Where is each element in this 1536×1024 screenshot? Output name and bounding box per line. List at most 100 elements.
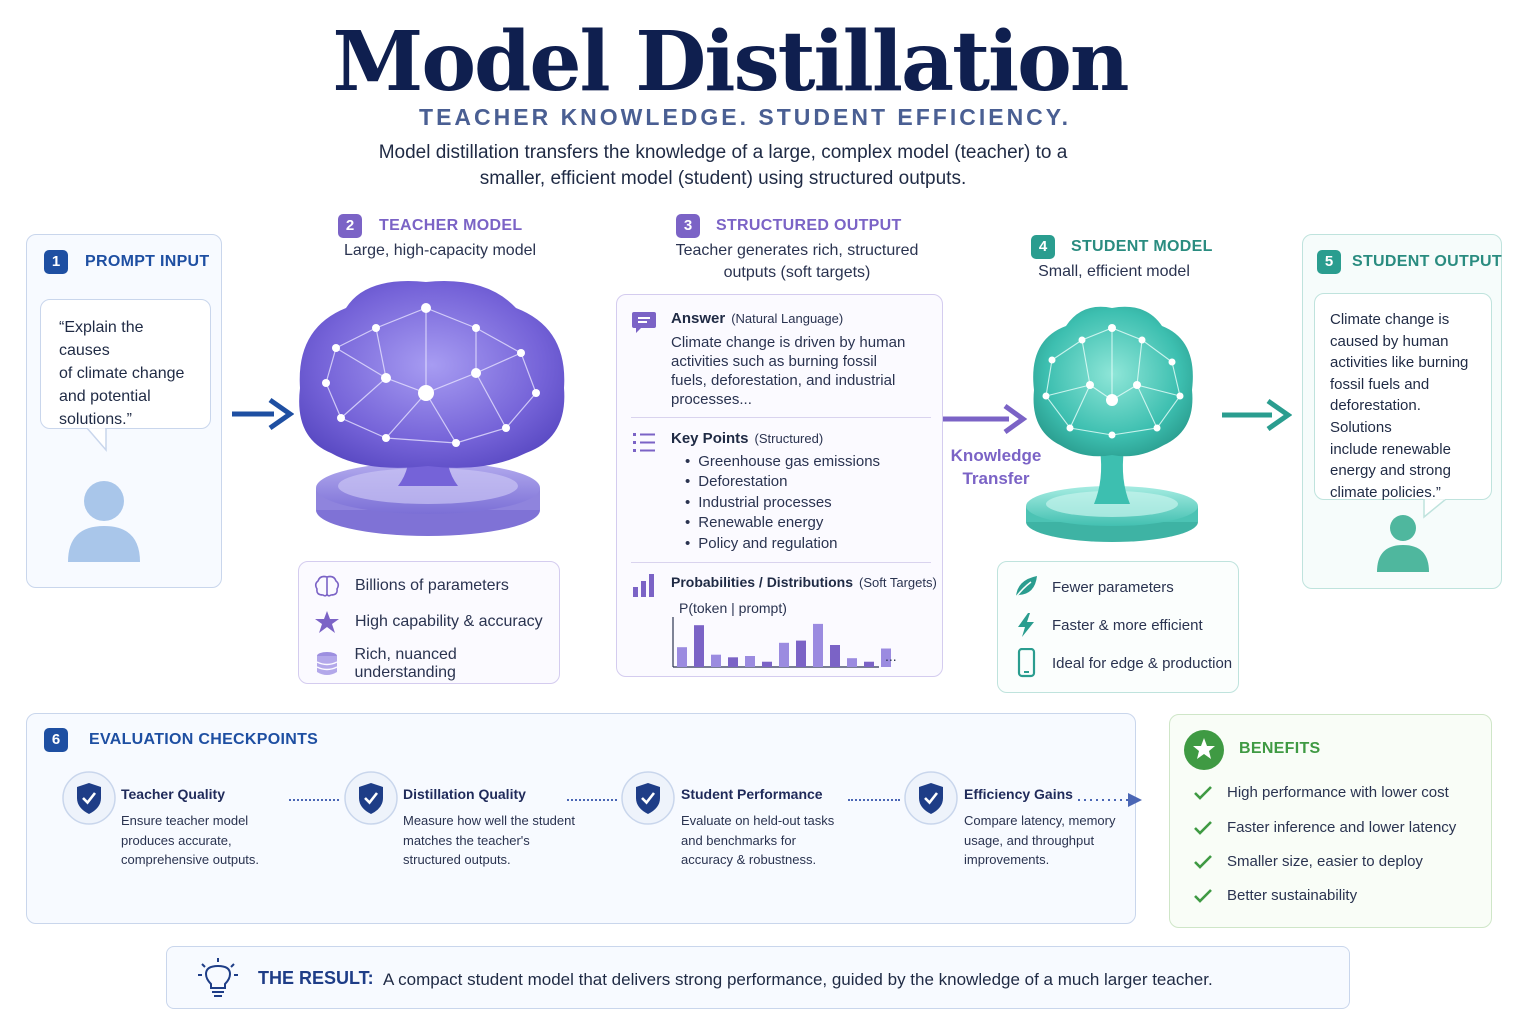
student-features-box: Fewer parameters Faster & more efficient… (997, 561, 1239, 693)
flow-arrow-icon (1222, 398, 1292, 432)
checkpoint-description: Compare latency, memory usage, and throu… (964, 811, 1134, 870)
star-icon (313, 610, 341, 634)
dotted-connector (567, 799, 617, 801)
student-feature-label: Ideal for edge & production (1052, 654, 1233, 672)
phone-icon (1012, 648, 1040, 678)
key-point-item: Renewable energy (685, 514, 823, 531)
checkpoint-description-line: improvements. (964, 852, 1050, 867)
checkpoint-name: Teacher Quality (121, 786, 226, 802)
teacher-feature-item: Billions of parameters (313, 574, 509, 598)
teacher-feature-item: Rich, nuanced understanding (313, 646, 559, 682)
shield-check-icon (62, 771, 116, 825)
dotted-arrow-icon (1078, 793, 1142, 807)
teacher-feature-item: High capability & accuracy (313, 610, 543, 634)
check-icon (1194, 820, 1212, 835)
structured-output-subtitle: outputs (soft targets) (723, 264, 871, 281)
key-points-heading-text: Key Points (671, 430, 749, 447)
checkpoint-description: Measure how well the student matches the… (403, 811, 603, 870)
benefit-label: High performance with lower cost (1227, 784, 1449, 801)
student-output-line: caused by human (1330, 332, 1449, 350)
result-text: A compact student model that delivers st… (383, 970, 1213, 989)
evaluation-panel (26, 713, 1136, 924)
teacher-model-subtitle: Large, high-capacity model (343, 242, 537, 259)
probability-bar (677, 647, 687, 667)
leaf-icon (1012, 574, 1040, 600)
prompt-text-line: of climate change (59, 365, 185, 382)
checkpoint-description-line: accuracy & robustness. (681, 852, 817, 867)
benefit-item: Smaller size, easier to deploy (1193, 853, 1423, 870)
student-feature-item: Faster & more efficient (1012, 612, 1203, 638)
teacher-brain-icon (299, 281, 565, 536)
probability-distribution-chart (672, 617, 891, 668)
checkpoint-description-line: usage, and throughput (964, 832, 1095, 848)
prompt-input-title: PROMPT INPUT (85, 253, 210, 270)
probability-bar (711, 654, 721, 667)
benefit-label: Faster inference and lower latency (1227, 819, 1457, 836)
step-number-badge: 2 (338, 214, 362, 238)
probability-bar (813, 623, 823, 667)
student-feature-item: Ideal for edge & production (1012, 648, 1233, 678)
key-point-item: Greenhouse gas emissions (685, 453, 880, 470)
list-icon (633, 433, 655, 452)
answer-line: processes... (671, 391, 752, 408)
probability-bar (847, 658, 857, 667)
knowledge-transfer-label: Transfer (962, 469, 1030, 488)
checkpoint-name: Efficiency Gains (964, 786, 1073, 802)
checkpoint-description-line: matches the teacher's (403, 832, 530, 848)
checkpoint-name: Distillation Quality (403, 786, 526, 802)
teacher-feature-label: High capability & accuracy (355, 613, 543, 630)
answer-line: activities such as burning fossil (671, 353, 877, 370)
intro-text-line: smaller, efficient model (student) using… (479, 168, 967, 189)
probabilities-heading: Probabilities / Distributions(Soft Targe… (671, 574, 937, 590)
step-number-badge: 5 (1317, 250, 1341, 274)
check-icon (1194, 888, 1212, 903)
user-icon (1377, 515, 1429, 572)
divider (631, 562, 931, 563)
key-point-item: Deforestation (685, 473, 787, 490)
key-points-heading: Key Points (Structured) (671, 430, 823, 447)
answer-heading-text: Answer (671, 310, 726, 327)
key-points-tag: (Structured) (754, 431, 824, 446)
benefit-item: Faster inference and lower latency (1193, 819, 1456, 836)
probability-bar (796, 640, 806, 667)
student-output-line: Climate change is (1330, 311, 1450, 328)
bar-chart-icon (633, 574, 654, 597)
brain-icon (313, 574, 341, 598)
benefit-item: Better sustainability (1193, 887, 1357, 904)
lightning-icon (1012, 612, 1040, 638)
checkpoint-description-line: Compare latency, memory (964, 813, 1116, 828)
student-output-line: energy and strong (1330, 462, 1451, 480)
probability-bar (830, 645, 840, 667)
teacher-feature-label: Billions of parameters (355, 577, 509, 594)
benefit-label: Smaller size, easier to deploy (1227, 853, 1423, 870)
answer-line: fuels, deforestation, and industrial (671, 372, 896, 389)
student-feature-item: Fewer parameters (1012, 574, 1174, 600)
structured-output-box: Answer(Natural Language) Climate change … (616, 294, 943, 677)
probabilities-heading-text: Probabilities / Distributions (671, 574, 854, 590)
student-output-title: STUDENT OUTPUT (1352, 253, 1502, 270)
shield-check-icon (621, 771, 675, 825)
key-point-item: Policy and regulation (685, 535, 837, 552)
checkpoint-description-line: Evaluate on held-out tasks (681, 813, 835, 828)
probability-bar (779, 642, 789, 667)
dotted-connector (289, 799, 339, 801)
teacher-features-box: Billions of parameters High capability &… (298, 561, 560, 684)
prompt-text-line: and potential (59, 388, 151, 405)
page-title: Model Distillation (332, 14, 1130, 110)
answer-line: Climate change is driven by human (671, 334, 906, 351)
benefits-title: BENEFITS (1239, 740, 1321, 757)
student-feature-label: Faster & more efficient (1052, 616, 1203, 634)
probability-bar (694, 625, 704, 667)
knowledge-transfer-arrow-icon (943, 403, 1028, 435)
student-model-subtitle: Small, efficient model (1038, 263, 1190, 280)
answer-heading: Answer(Natural Language) (671, 310, 843, 327)
probability-bar (881, 648, 891, 667)
checkpoint-description: Evaluate on held-out tasks and benchmark… (681, 811, 851, 870)
checkpoint-description-line: and benchmarks for (681, 832, 796, 848)
probability-bar (745, 656, 755, 667)
speech-bubble-tail (1423, 499, 1448, 519)
student-output-line: climate policies.” (1330, 483, 1441, 501)
chart-ellipsis: ... (885, 648, 897, 664)
student-brain-icon (1026, 306, 1198, 542)
checkpoint-description-line: Ensure teacher model (121, 813, 249, 828)
